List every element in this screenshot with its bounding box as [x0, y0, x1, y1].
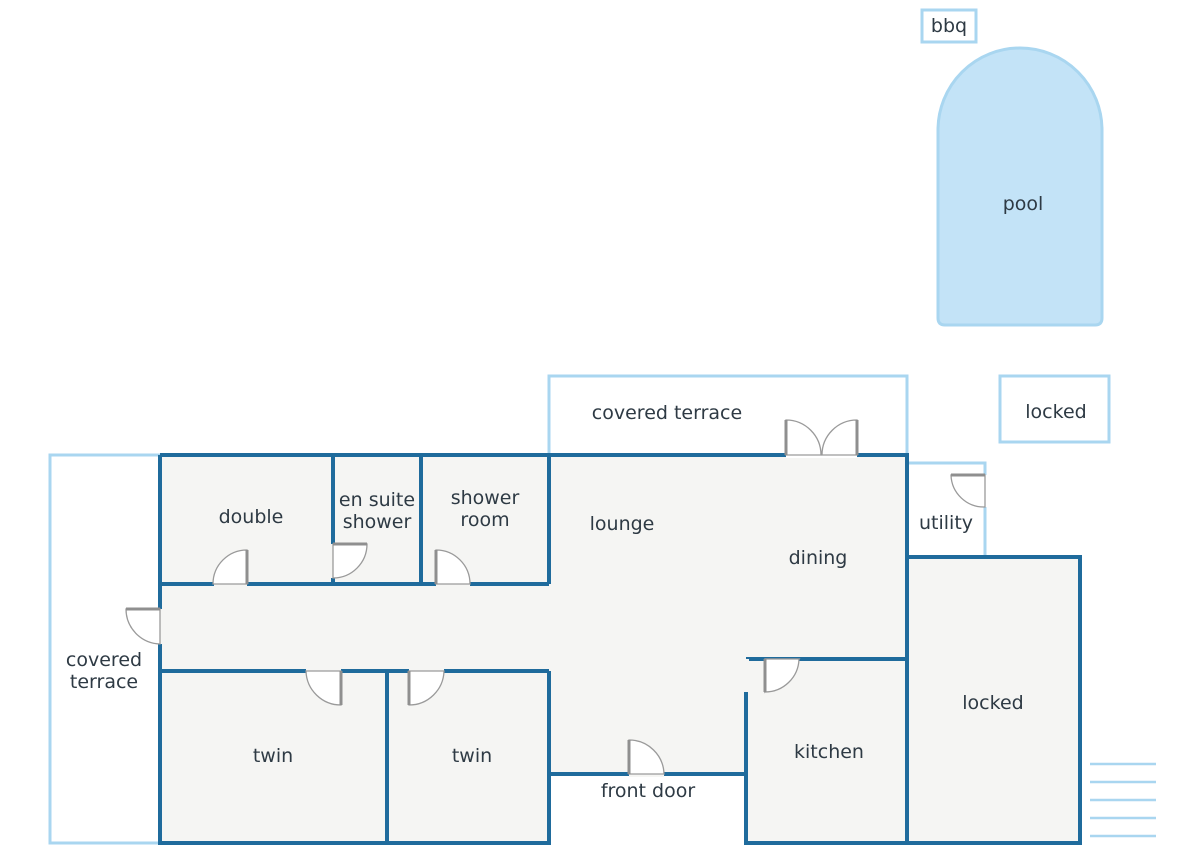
lounge-label: lounge	[590, 513, 655, 535]
main-floor	[160, 455, 907, 843]
bbq-box	[920, 8, 978, 44]
covered-terrace-left-label-line2: terrace	[70, 671, 138, 693]
pool-shape	[936, 46, 1104, 327]
front-area-cutout	[551, 776, 745, 846]
covered-terrace-top-label: covered terrace	[592, 402, 742, 424]
dining-label: dining	[789, 547, 848, 569]
covered-terrace-left-label-line1: covered	[66, 649, 142, 671]
kitchen-label: kitchen	[794, 741, 864, 763]
locked-top-box	[998, 374, 1111, 444]
shower-room-label-line1: shower	[451, 487, 520, 509]
en-suite-label-line1: en suite	[339, 489, 415, 511]
twin-right-label: twin	[452, 745, 492, 767]
pool-label: pool	[1003, 193, 1044, 215]
en-suite-label-line2: shower	[343, 511, 412, 533]
locked-top-label: locked	[1025, 401, 1086, 423]
utility-outline	[907, 461, 987, 556]
double-label: double	[219, 506, 284, 528]
steps	[1090, 762, 1156, 838]
bbq-label: bbq	[931, 15, 967, 37]
locked-floor	[907, 557, 1080, 843]
locked-bottom-label: locked	[962, 692, 1023, 714]
utility-label: utility	[919, 512, 973, 534]
shower-room-label-line2: room	[460, 509, 509, 531]
doors	[125, 419, 986, 775]
twin-left-label: twin	[253, 745, 293, 767]
front-door-label: front door	[601, 780, 696, 802]
